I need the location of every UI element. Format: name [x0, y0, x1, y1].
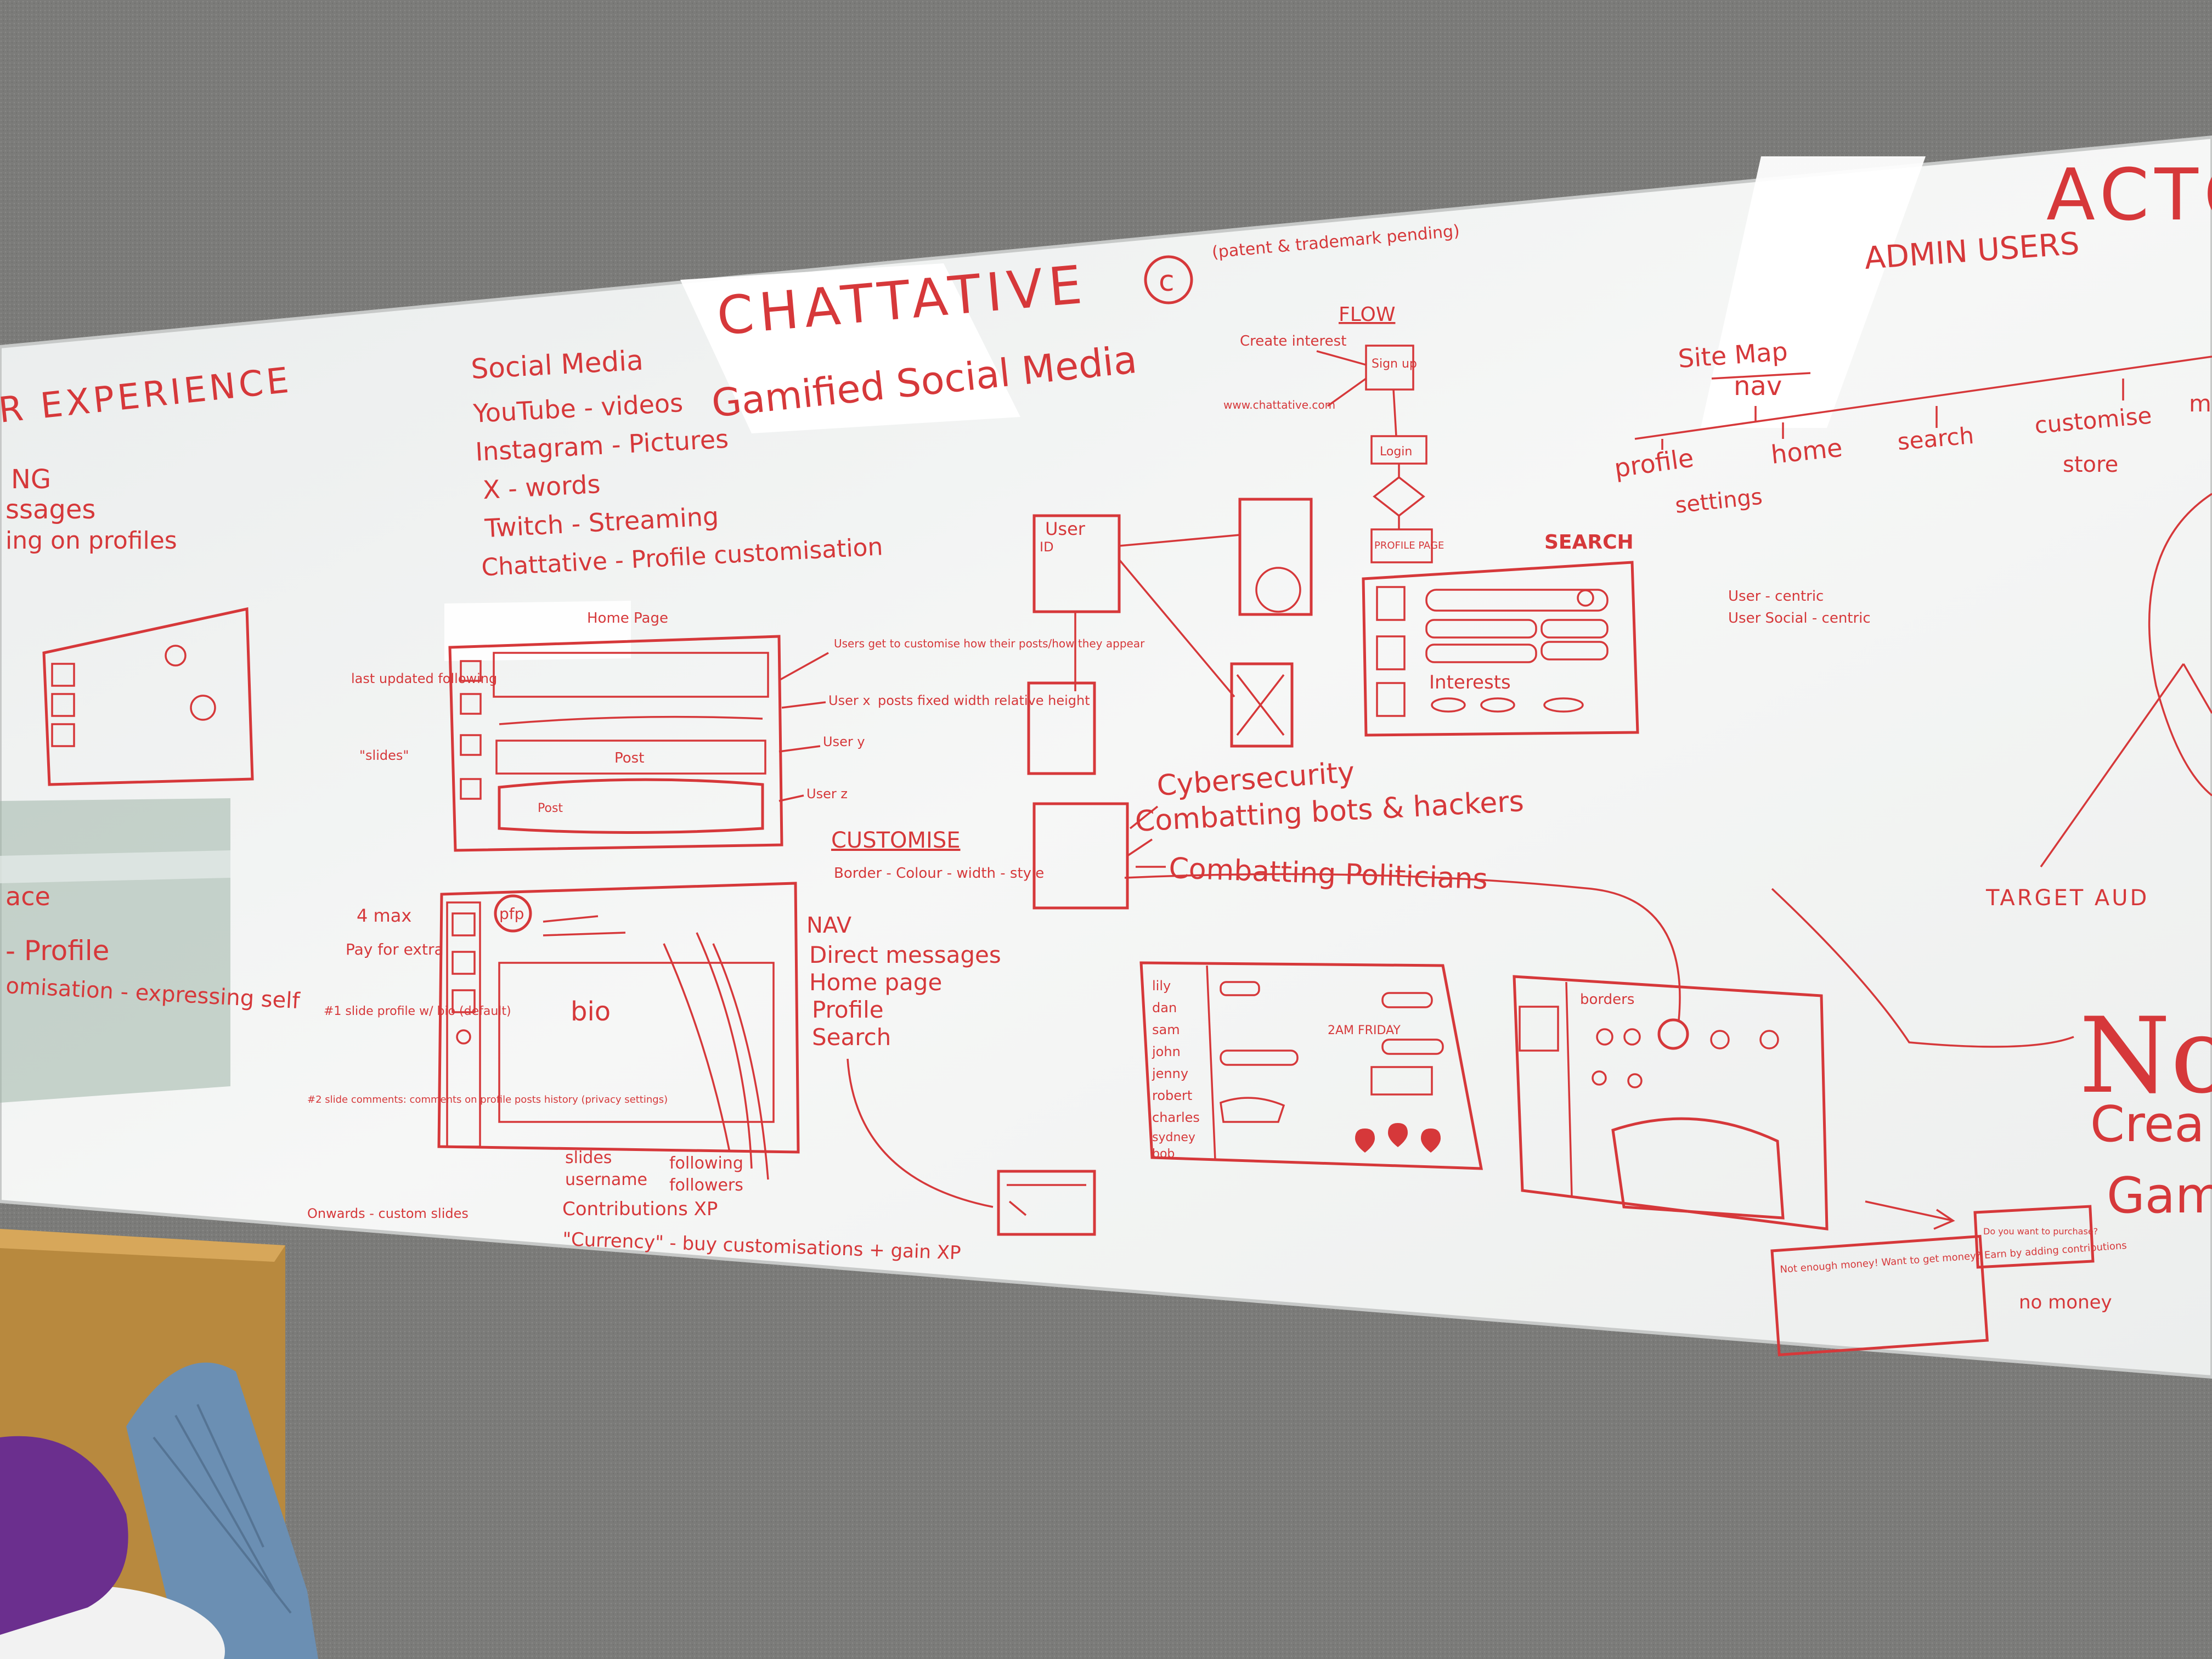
profile-label: followers: [669, 1176, 743, 1195]
flow-node: Create interest: [1240, 333, 1346, 349]
customise-title: CUSTOMISE: [831, 828, 961, 853]
window-reflection-2: [0, 850, 230, 883]
money-note: no money: [2019, 1291, 2112, 1313]
left-fragment: ssages: [5, 494, 95, 525]
db-entity: ID: [1040, 539, 1054, 555]
nav-list-title: NAV: [806, 913, 852, 938]
homepage-annotation: Users get to customise how their posts/h…: [834, 637, 1145, 650]
flow-node: Sign up: [1372, 357, 1417, 371]
chat-contact: lily: [1152, 978, 1171, 994]
search-label: Interests: [1429, 672, 1511, 693]
right-edge-text: Crea: [2090, 1096, 2204, 1153]
post-label: Post: [538, 802, 563, 815]
homepage-title: Home Page: [587, 610, 668, 627]
desk-top: [0, 1229, 285, 1262]
left-fragment: NG: [11, 464, 51, 495]
borders-title: borders: [1580, 991, 1634, 1008]
sitemap-child: store: [2063, 452, 2118, 477]
flow-node: www.chattative.com: [1223, 398, 1335, 411]
profile-label: Contributions XP: [562, 1198, 718, 1220]
sitemap: ACTO ADMIN USERS Site Map nav profile ho…: [1612, 153, 2212, 911]
db-entity: User: [1045, 518, 1086, 539]
homepage-annotation: User y: [823, 734, 865, 749]
chat-contact: robert: [1152, 1088, 1192, 1103]
post-label: Post: [614, 750, 644, 766]
chair-mesh: [153, 1404, 292, 1614]
homepage-annotation: User x: [828, 693, 871, 708]
nav-list-item: Direct messages: [809, 941, 1001, 968]
chat-contact: sydney: [1152, 1131, 1195, 1144]
nav-list-item: Search: [812, 1024, 891, 1051]
flow-diagram: FLOW Create interest www.chattative.com …: [1223, 303, 1444, 563]
left-lower-fragment: ace: [5, 882, 50, 911]
nav-list-item: Home page: [809, 969, 942, 996]
search-title: SEARCH: [1544, 531, 1634, 554]
flow-node: PROFILE PAGE: [1374, 540, 1444, 551]
profile-slide-note: #1 slide profile w/ bio (default): [324, 1005, 511, 1018]
nav-list: NAV Direct messages Home page Profile Se…: [806, 913, 1096, 1236]
chat-contact: charles: [1152, 1110, 1200, 1125]
homepage-annotation: last updated following: [351, 671, 497, 686]
arrow-icon: [1865, 1200, 1955, 1230]
flow-node: Login: [1380, 445, 1412, 459]
db-sketch: User ID: [1027, 498, 1313, 775]
homepage-annotation: "slides": [359, 748, 409, 763]
homepage-annotation: posts fixed width relative height: [878, 693, 1090, 708]
right-edge-text: No: [2079, 995, 2212, 1116]
chat-sketch: lily dan sam john jenny robert charles s…: [1139, 961, 1483, 1170]
homepage-annotation: User z: [806, 786, 848, 802]
chat-contact: john: [1152, 1044, 1181, 1059]
search-sketch: SEARCH Interests: [1362, 531, 1639, 737]
snack-bag: [0, 1436, 128, 1635]
customise-subtitle: Border - Colour - width - style: [834, 865, 1044, 882]
ceiling-light-reflection: [680, 263, 1020, 433]
flow-title: FLOW: [1339, 303, 1395, 326]
profile-avatar-label: pfp: [499, 905, 524, 923]
social-media-item: X - words: [482, 469, 601, 505]
profile-onwards: Onwards - custom slides: [307, 1206, 469, 1221]
target-audience: TARGET AUD: [1985, 885, 2149, 911]
actors-heading: ACTO: [2046, 153, 2212, 236]
chat-contact: jenny: [1152, 1066, 1188, 1081]
chat-contact: sam: [1152, 1022, 1180, 1037]
nav-list-item: Profile: [812, 996, 884, 1023]
profile-slide2-note: #2 slide comments: comments on profile p…: [307, 1094, 668, 1105]
whiteboard: [0, 135, 2212, 1379]
sitemap-child: search: [1897, 422, 1975, 455]
profile-side-label: 4 max: [357, 905, 411, 926]
copyright-icon: c: [1144, 255, 1193, 304]
money-note: Do you want to purchase?: [1983, 1226, 2098, 1237]
chat-date: 2AM FRIDAY: [1328, 1024, 1401, 1037]
chat-contact: dan: [1152, 1000, 1177, 1015]
chat-contact: bob: [1152, 1147, 1175, 1161]
sitemap-note: User Social - centric: [1728, 610, 1871, 627]
left-fragment: ing on profiles: [5, 527, 177, 555]
profile-side-note: Pay for extra: [346, 940, 444, 958]
profile-label: username: [565, 1170, 647, 1189]
heart-icon: [1355, 1123, 1441, 1153]
ceiling-light-reflection: [1701, 156, 1926, 428]
svg-text:c: c: [1159, 265, 1175, 298]
left-lower-fragment: - Profile: [5, 935, 109, 967]
profile-label: slides: [565, 1148, 612, 1167]
profile-label: following: [669, 1154, 743, 1173]
borders-sketch: borders: [1124, 873, 2074, 1231]
sitemap-note: User - centric: [1728, 588, 1824, 605]
profile-bio-label: bio: [571, 996, 611, 1027]
sitemap-child: m: [2189, 390, 2211, 417]
right-edge-text: Gam: [2107, 1167, 2212, 1224]
homepage-sketch: Home Page Post Post last updated followi…: [351, 610, 1145, 852]
